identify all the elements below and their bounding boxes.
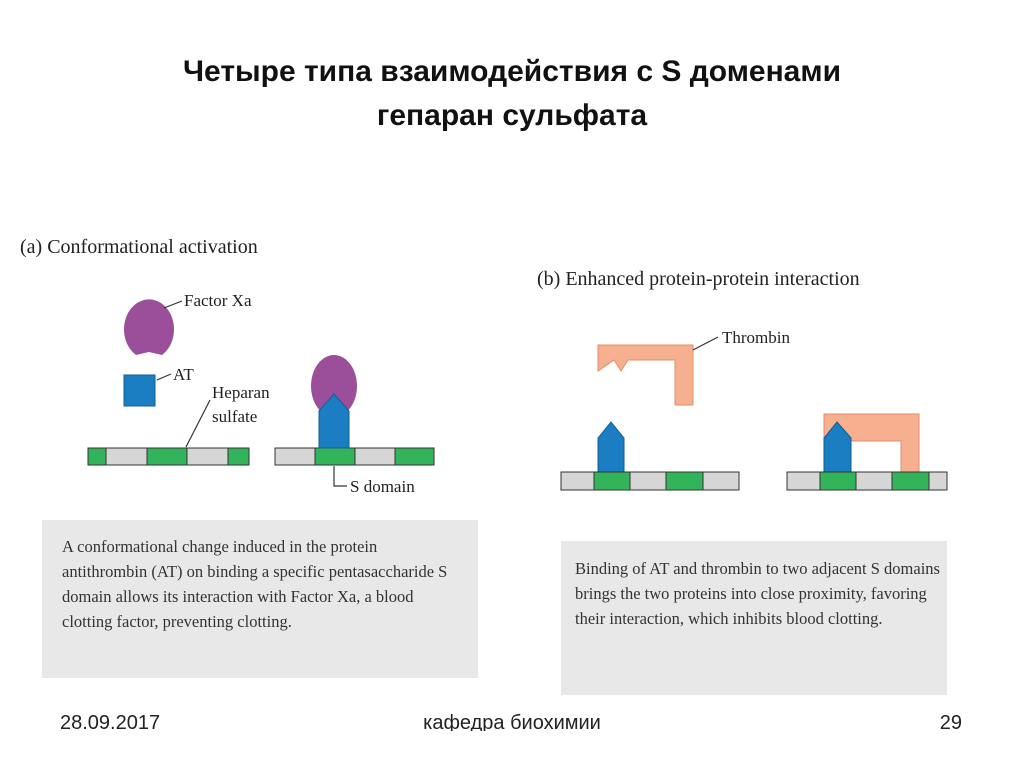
caption-panel-b: Binding of AT and thrombin to two adjace…	[575, 559, 940, 628]
at-protein-b-left	[597, 421, 625, 473]
panel-a-heading: (a) Conformational activation	[20, 236, 258, 258]
s-domain-segment	[665, 471, 704, 491]
factor-xa-shape	[123, 299, 174, 355]
factor-xa-bound	[311, 355, 357, 417]
heparan-chain-a-right	[274, 447, 435, 466]
thrombin-leader	[692, 336, 719, 351]
caption-box-b	[561, 541, 947, 695]
panel-b-heading: (b) Enhanced protein-protein interaction	[537, 268, 860, 290]
caption-panel-a: A conformational change induced in the p…	[62, 537, 448, 631]
heparan-segment	[629, 471, 667, 491]
heparan-chain-b-left	[560, 471, 740, 491]
heparan-segment	[855, 471, 893, 491]
s-domain-segment	[394, 447, 435, 466]
caption-box-a	[42, 520, 478, 678]
heparan-segment	[105, 447, 148, 466]
s-domain-leader	[333, 466, 347, 487]
factor-xa-leader	[163, 300, 183, 309]
s-domain-segment	[314, 447, 356, 466]
footer-department: кафедра биохимии	[423, 712, 601, 731]
slide-title-line-1: Четыре типа взаимодействия с S доменами	[182, 55, 842, 88]
s-domain-segment	[227, 447, 250, 466]
thrombin-label: Thrombin	[722, 328, 790, 347]
s-domain-label: S domain	[350, 477, 415, 496]
slide-title-line-2: гепаран сульфата	[376, 99, 648, 132]
at-leader	[156, 373, 172, 381]
factor-xa-label: Factor Xa	[184, 291, 252, 310]
heparan-segment	[560, 471, 595, 491]
heparan-segment	[928, 471, 948, 491]
at-label: AT	[173, 365, 194, 384]
thrombin-free	[597, 344, 694, 406]
slide-title: Четыре типа взаимодействия с S доменами …	[0, 50, 1024, 138]
heparan-chain-b-right	[786, 471, 948, 491]
footer-page-number: 29	[939, 712, 962, 731]
heparan-segment	[354, 447, 396, 466]
heparan-chain-a-left	[87, 447, 250, 466]
footer-date: 28.09.2017	[60, 712, 161, 731]
heparan-label-line-1: Heparan	[212, 383, 270, 402]
s-domain-segment	[891, 471, 930, 491]
heparan-segment	[274, 447, 316, 466]
heparan-segment	[702, 471, 740, 491]
at-protein-activated	[318, 393, 350, 449]
heparan-leader	[185, 399, 211, 448]
s-domain-segment	[819, 471, 857, 491]
heparan-label-line-2: sulfate	[212, 407, 257, 426]
s-domain-segment	[593, 471, 631, 491]
at-protein-square	[123, 374, 156, 407]
heparan-segment	[786, 471, 821, 491]
s-domain-segment	[87, 447, 107, 466]
heparan-segment	[186, 447, 229, 466]
s-domain-segment	[146, 447, 188, 466]
